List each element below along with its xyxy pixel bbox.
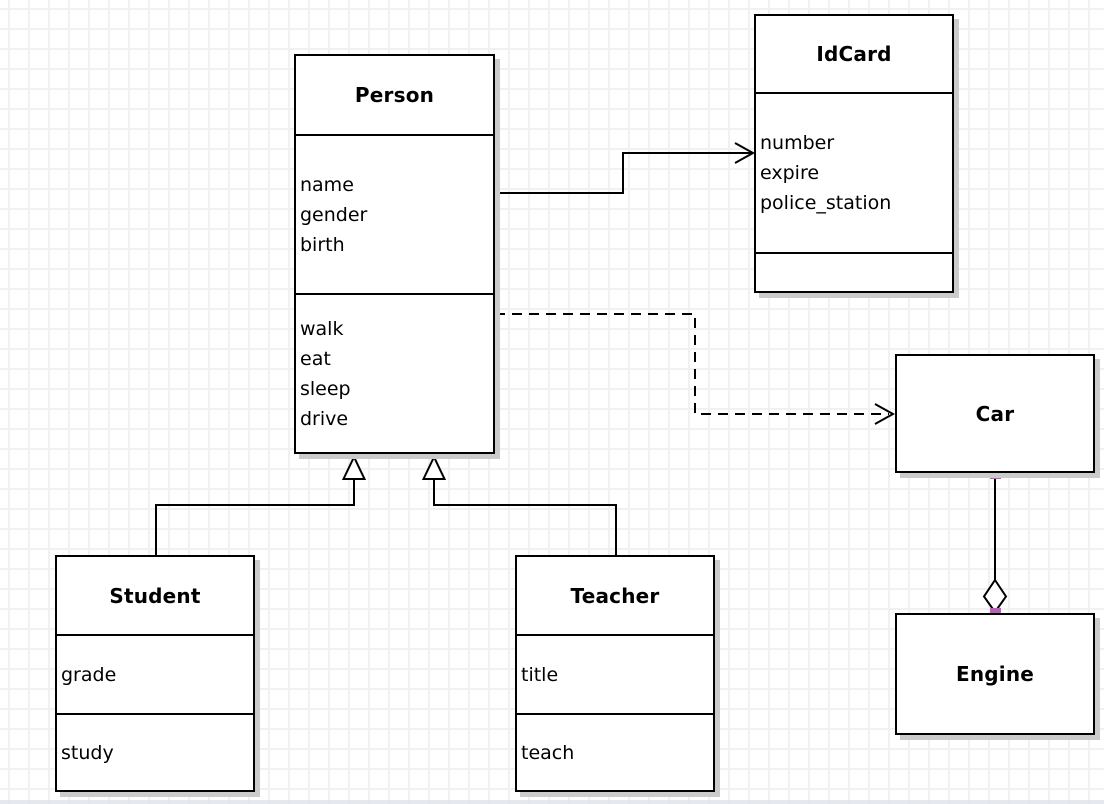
class-car[interactable]: Car [895,354,1095,473]
method: drive [300,407,349,430]
attribute: police_station [760,192,892,214]
edge-person-car-path [495,314,889,414]
hollow-triangle-icon [344,457,365,479]
edge-car-engine-aggregation[interactable] [984,468,1006,619]
class-idcard-attributes: number expire police_station [756,92,952,252]
aggregation-diamond-icon [984,580,1006,612]
method: walk [300,317,344,340]
endpoint-marker-square [990,468,1001,479]
class-idcard[interactable]: IdCard number expire police_station [754,14,954,293]
attribute: number [760,132,835,154]
method: sleep [300,377,351,400]
class-idcard-title: IdCard [816,42,892,66]
class-person-attributes: name gender birth [296,134,493,293]
class-teacher-methods: teach [517,713,713,790]
attribute: name [300,173,354,196]
class-engine-title: Engine [955,662,1035,686]
attribute: title [521,663,559,686]
class-car-title: Car [975,401,1015,426]
method: eat [300,347,331,370]
edge-teacher-person-path [434,479,616,555]
edge-person-car-dependency[interactable] [495,314,893,424]
class-teacher[interactable]: Teacher title teach [515,555,715,792]
class-person-methods: walk eat sleep drive [296,293,493,452]
class-engine[interactable]: Engine [895,613,1095,735]
open-arrowhead-icon [875,404,893,424]
method: study [61,741,114,764]
edge-student-person-path [156,479,354,555]
method: teach [521,741,575,764]
class-student-title: Student [109,583,201,608]
class-student-methods: study [57,713,253,790]
class-student[interactable]: Student grade study [55,555,255,792]
edge-person-idcard-association[interactable] [495,143,753,193]
attribute: gender [300,203,368,226]
open-arrowhead-icon [735,143,753,163]
attribute: expire [760,162,820,184]
edge-student-person-generalization[interactable] [156,457,365,555]
edge-teacher-person-generalization[interactable] [424,457,617,555]
class-person-title: Person [354,83,435,107]
class-student-attributes: grade [57,634,253,713]
hollow-triangle-icon [424,457,445,479]
attribute: grade [61,663,117,686]
class-idcard-methods [756,252,952,291]
class-teacher-title: Teacher [570,583,660,608]
class-teacher-attributes: title [517,634,713,713]
canvas-bottom-edge [0,800,1104,804]
attribute: birth [300,233,345,256]
class-person[interactable]: Person name gender birth walk eat sleep … [294,54,495,454]
edge-person-idcard-path [495,153,751,193]
